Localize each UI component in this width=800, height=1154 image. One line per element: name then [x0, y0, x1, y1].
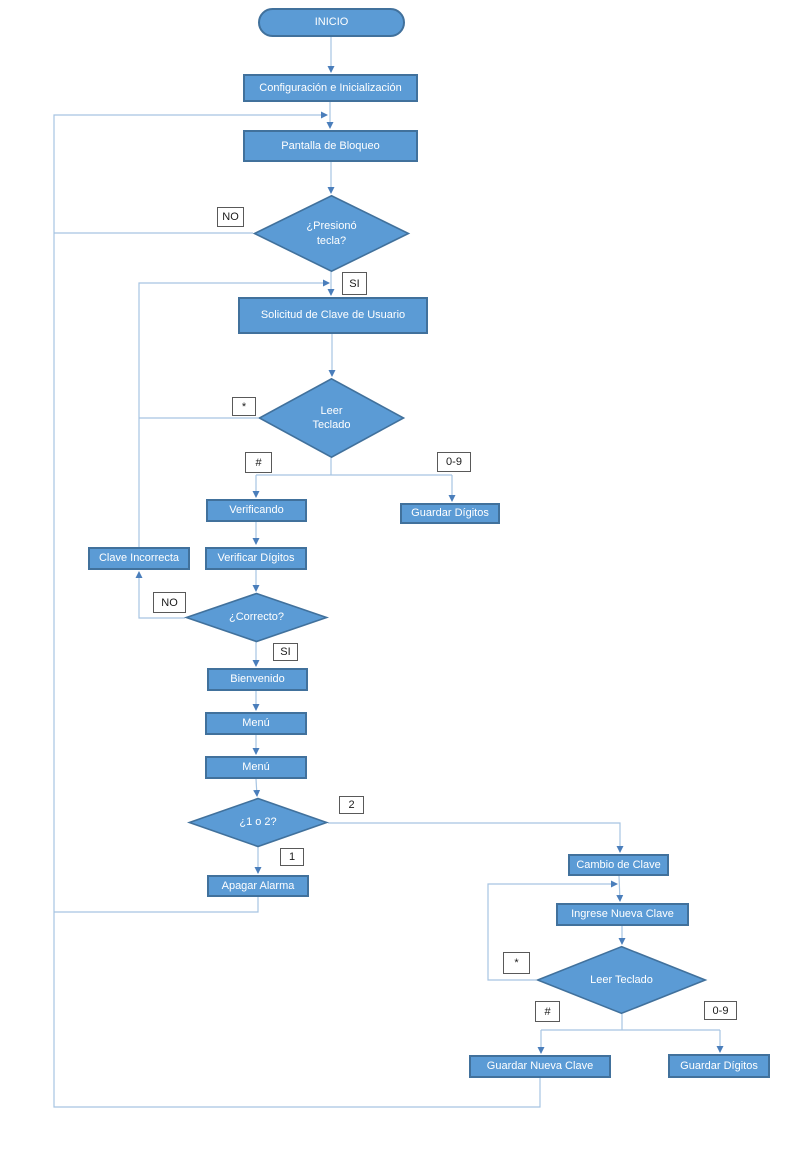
- node-verificando: Verificando: [206, 499, 307, 522]
- node-inicio: INICIO: [258, 8, 405, 37]
- node-leer-teclado-1: Leer Teclado: [258, 378, 405, 458]
- node-menu-2-label: Menú: [242, 761, 270, 774]
- node-guardar-digitos-1-label: Guardar Dígitos: [411, 507, 489, 520]
- branch-label-opcion-2: 2: [339, 796, 364, 814]
- branch-label-si-1: SI: [342, 272, 367, 295]
- connector-apagar-retorno: [54, 897, 259, 913]
- connector-opcion2-cambio: [328, 822, 624, 853]
- branch-label-digitos-1: 0-9: [437, 452, 471, 472]
- connector-leer2-asterisco-ingrese: [487, 880, 618, 981]
- node-presiono-tecla: ¿Presionó tecla?: [253, 195, 410, 272]
- node-opcion-1-o-2: ¿1 o 2?: [188, 798, 328, 847]
- node-guardar-digitos-1: Guardar Dígitos: [400, 503, 500, 524]
- node-leer-teclado-1-label: Leer Teclado: [312, 404, 351, 431]
- node-guardar-nueva-clave: Guardar Nueva Clave: [469, 1055, 611, 1078]
- node-verificar-digitos-label: Verificar Dígitos: [217, 552, 295, 565]
- node-clave-incorrecta: Clave Incorrecta: [88, 547, 190, 570]
- branch-label-opcion-1: 1: [280, 848, 304, 866]
- node-verificando-label: Verificando: [229, 504, 284, 517]
- diamond-shape: [188, 798, 328, 847]
- node-cambio-de-clave-label: Cambio de Clave: [576, 858, 661, 871]
- node-menu-1-label: Menú: [242, 717, 270, 730]
- node-presiono-tecla-label: ¿Presionó tecla?: [306, 220, 357, 247]
- node-pantalla-bloqueo: Pantalla de Bloqueo: [243, 130, 418, 162]
- node-bienvenido: Bienvenido: [207, 668, 308, 691]
- node-clave-incorrecta-label: Clave Incorrecta: [98, 552, 180, 565]
- branch-label-asterisco-2: *: [503, 952, 530, 974]
- node-bienvenido-label: Bienvenido: [230, 673, 285, 686]
- branch-label-numeral-1: #: [245, 452, 272, 473]
- diamond-shape: [185, 593, 328, 642]
- branch-label-si-2: SI: [273, 643, 298, 661]
- node-verificar-digitos: Verificar Dígitos: [205, 547, 307, 570]
- node-inicio-label: INICIO: [314, 16, 349, 29]
- diamond-shape: [253, 195, 410, 272]
- node-leer-teclado-2: Leer Teclado: [536, 946, 707, 1014]
- node-configuracion-label: Configuración e Inicialización: [259, 81, 402, 94]
- node-ingrese-nueva-clave-label: Ingrese Nueva Clave: [571, 908, 674, 921]
- branch-label-asterisco-1: *: [232, 397, 256, 416]
- node-guardar-digitos-2-label: Guardar Dígitos: [680, 1059, 758, 1072]
- node-opcion-1-o-2-label: ¿1 o 2?: [239, 816, 277, 829]
- node-solicitud-clave: Solicitud de Clave de Usuario: [238, 297, 428, 334]
- node-guardar-digitos-2: Guardar Dígitos: [668, 1054, 770, 1078]
- node-ingrese-nueva-clave: Ingrese Nueva Clave: [556, 903, 689, 926]
- branch-label-numeral-2: #: [535, 1001, 560, 1022]
- node-apagar-alarma: Apagar Alarma: [207, 875, 309, 897]
- connector-claveincorrecta-solicitud: [138, 279, 330, 547]
- connector-correcto-no-claveincorrecta: [135, 571, 185, 619]
- branch-label-digitos-2: 0-9: [704, 1001, 737, 1020]
- node-cambio-de-clave: Cambio de Clave: [568, 854, 669, 876]
- connector-cambio-ingrese: [616, 875, 624, 902]
- node-correcto-label: ¿Correcto?: [228, 611, 285, 624]
- node-configuracion: Configuración e Inicialización: [243, 74, 418, 102]
- branch-label-no-1: NO: [217, 207, 244, 227]
- node-correcto: ¿Correcto?: [185, 593, 328, 642]
- diamond-shape: [258, 378, 405, 458]
- node-solicitud-clave-label: Solicitud de Clave de Usuario: [260, 309, 406, 322]
- node-pantalla-bloqueo-label: Pantalla de Bloqueo: [281, 139, 380, 152]
- node-menu-2: Menú: [205, 756, 307, 779]
- branch-label-no-2: NO: [153, 592, 186, 613]
- connector-menu2-opcion: [253, 778, 261, 797]
- node-guardar-nueva-clave-label: Guardar Nueva Clave: [486, 1060, 594, 1073]
- diamond-shape: [536, 946, 707, 1014]
- node-menu-1: Menú: [205, 712, 307, 735]
- node-leer-teclado-2-label: Leer Teclado: [590, 973, 653, 986]
- connector-retorno-pantalla: [53, 111, 541, 1108]
- node-apagar-alarma-label: Apagar Alarma: [221, 879, 295, 892]
